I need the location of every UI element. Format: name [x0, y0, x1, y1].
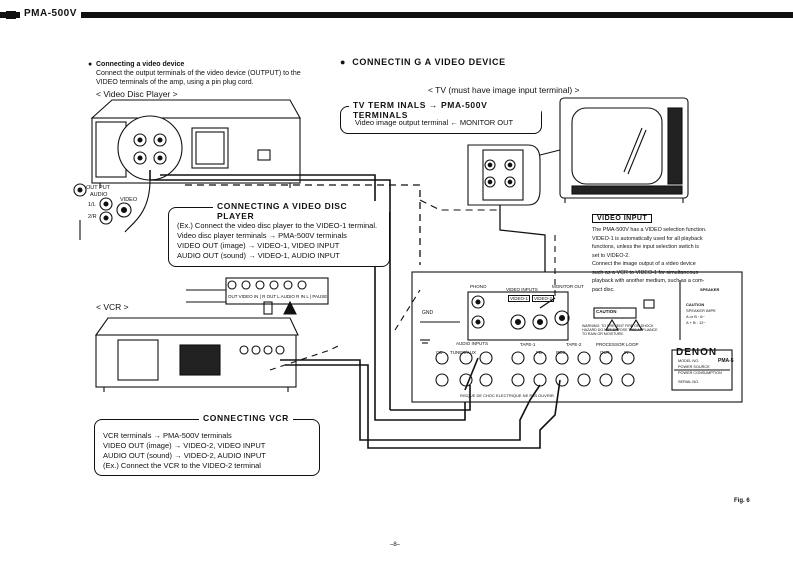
serial-no-label: SERIAL NO.: [678, 380, 700, 384]
model-short: PMA-5: [718, 358, 734, 364]
note-body-line2: VIDEO terminals of the amp, using a pin …: [96, 79, 254, 86]
vcr-line3: AUDIO OUT (sound) → VIDEO-2, AUDIO INPUT: [103, 451, 266, 460]
tv-drawing: [559, 97, 689, 203]
disc-player-line3: VIDEO OUT (image) → VIDEO-1, VIDEO INPUT: [177, 241, 340, 250]
pb-label: PB: [536, 350, 543, 355]
risque-text: RISQUE DE CHOC ELECTRIQUE NE PAS OUVRIR.: [460, 393, 555, 398]
cd-label: CD: [436, 350, 443, 355]
phono-label: PHONO: [470, 284, 487, 289]
out-put-label: OUT PUT: [86, 185, 111, 191]
vcr-label: < VCR >: [96, 302, 129, 312]
vcr-box-title: CONNECTING VCR: [199, 413, 293, 423]
tv-terminal-inset: [467, 144, 561, 206]
tv-terminals-box: TV TERM INALS → PMA-500V TERMINALS Video…: [340, 100, 542, 134]
in-label: IN: [624, 350, 629, 355]
disc-player-line1: (Ex.) Connect the video disc player to t…: [177, 221, 378, 230]
denon-logo: DENON: [676, 347, 718, 358]
video-disc-player-label: < Video Disc Player >: [96, 89, 178, 99]
speaker-a-plus-b: A + B : 12~: [686, 320, 706, 325]
disc-player-line2: Video disc player terminals → PMA-500V t…: [177, 231, 347, 240]
vcr-line2: VIDEO OUT (image) → VIDEO-2, VIDEO INPUT: [103, 441, 266, 450]
model-no-label: MODEL NO.: [678, 359, 700, 363]
warning-text: WARNING: TO PREVENT FIRE OR SHOCK HAZARD…: [582, 324, 658, 337]
disc-player-box-title: CONNECTING A VIDEO DISC PLAYER: [213, 201, 389, 221]
vcr-box: CONNECTING VCR VCR terminals → PMA-500V …: [94, 413, 320, 476]
section-title: CONNECTIN G A VIDEO DEVICE: [352, 57, 506, 67]
video-input-line: playback with another medium, such as a …: [592, 278, 705, 284]
amplifier-rear-panel: [411, 271, 743, 403]
note-body-line1: Connect the output terminals of the vide…: [96, 70, 301, 77]
tv-terminals-line1: Video image output terminal ← MONITOR OU…: [355, 118, 514, 127]
video-input-line: VIDEO-1 is automatically used for all pl…: [592, 235, 703, 242]
out-label: OUT: [600, 350, 610, 355]
caution-label: CAUTION: [596, 309, 617, 314]
page-header-title: PMA-500V: [20, 8, 81, 19]
output-jacks-inset: [73, 183, 132, 240]
vcr-line4: (Ex.) Connect the VCR to the VIDEO-2 ter…: [103, 461, 261, 470]
video-inputs-label: VIDEO INPUTS: [506, 287, 538, 292]
video-input-line: functions, unless the input selection sw…: [592, 244, 699, 250]
tv-terminals-title: TV TERM INALS → PMA-500V TERMINALS: [349, 100, 541, 120]
power-source-label: POWER SOURCE: [678, 365, 710, 369]
audio-inputs-label: AUDIO INPUTS: [456, 341, 489, 346]
speaker-impedance: SPEAKER IMPE: [686, 308, 716, 313]
figure-number: Fig. 6: [734, 498, 750, 504]
vcr-drawing: [94, 317, 299, 392]
gnd-label: GND: [422, 310, 434, 316]
rec-label: REC: [556, 350, 566, 355]
section-bullet: ●: [340, 57, 353, 67]
tape2-label: TAPE-2: [566, 342, 582, 347]
header-rule-left: [6, 11, 16, 19]
disc-player-line4: AUDIO OUT (sound) → VIDEO-1, AUDIO INPUT: [177, 251, 340, 260]
video1-label: VIDEO-1: [508, 295, 531, 302]
speaker-caution: CAUTION: [686, 302, 705, 307]
speaker-a-or-b: A or B : 6~: [686, 314, 705, 319]
vcr-line1: VCR terminals → PMA-500V terminals: [103, 431, 232, 440]
section-title-row: ● CONNECTIN G A VIDEO DEVICE: [340, 57, 506, 67]
audio-label: AUDIO: [90, 192, 108, 198]
video-input-line: such as a VCR to VIDEO-1 for simultaneou…: [592, 269, 699, 276]
video-disc-player-drawing: [90, 99, 301, 188]
video-input-lines: The PMA-500V has a VIDEO selection funct…: [592, 226, 730, 294]
power-consumption-label: POWER CONSUMPTION: [678, 371, 722, 375]
processor-loop-label: PROCESSOR LOOP: [596, 342, 639, 347]
tape1-label: TAPE-1: [520, 342, 536, 347]
video-input-line: Connect the image output of a video devi…: [592, 261, 696, 267]
video-input-line: The PMA-500V has a VIDEO selection funct…: [592, 227, 707, 233]
tv-label: < TV (must have image input terminal) >: [428, 85, 580, 95]
ch1-label: 1/L: [88, 202, 96, 208]
video-input-line: set to VIDEO-2.: [592, 252, 630, 259]
monitor-out-label: MONITOR OUT: [552, 284, 584, 289]
video-jack-label: VIDEO: [120, 197, 138, 203]
video-input-note: VIDEO INPUT The PMA-500V has a VIDEO sel…: [592, 207, 730, 294]
disc-player-box: CONNECTING A VIDEO DISC PLAYER (Ex.) Con…: [168, 201, 390, 267]
ch2-label: 2/R: [88, 214, 97, 220]
speaker-label: SPEAKER: [700, 287, 720, 292]
note-bullet: ●: [88, 61, 93, 68]
vcr-jack-strip: [186, 277, 329, 315]
video-input-title: VIDEO INPUT: [592, 214, 653, 223]
note-heading: Connecting a video device: [96, 61, 185, 68]
video2-label: VIDEO-2: [532, 295, 555, 302]
vcr-strip-labels: OUT VIDEO IN | R OUT L AUDIO R IN L | PA…: [228, 294, 328, 299]
video-input-line: pact disc.: [592, 286, 615, 293]
header-rule: [0, 12, 793, 18]
page-number: –8–: [390, 542, 401, 548]
tuner-aux-label: TUNER/AUX: [450, 350, 477, 355]
